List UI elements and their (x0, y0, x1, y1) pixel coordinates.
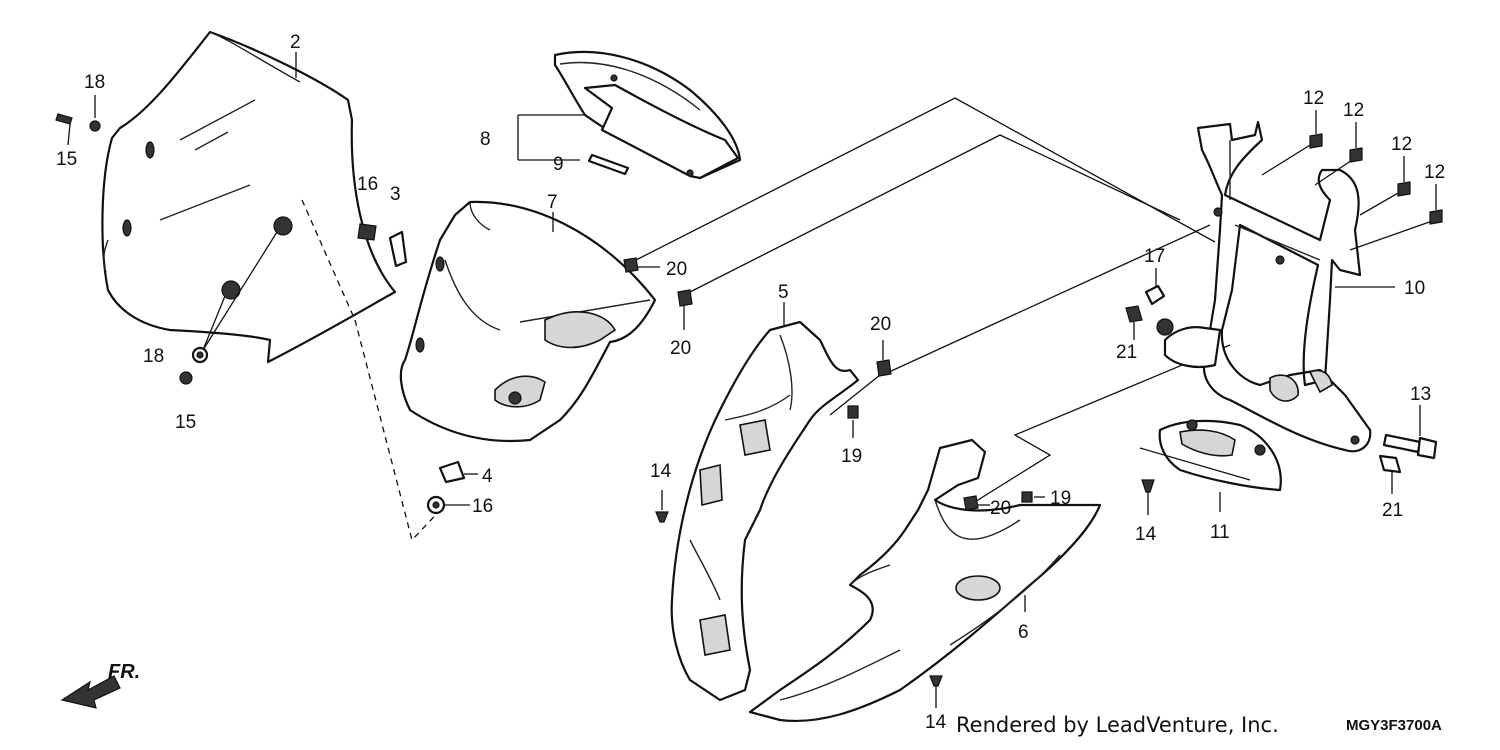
callout-20-a: 20 (666, 259, 687, 280)
callout-14-left: 14 (650, 461, 672, 482)
callout-11: 11 (1210, 522, 1230, 543)
credit-text: Rendered by LeadVenture, Inc. (956, 713, 1279, 737)
callout-9: 9 (553, 154, 564, 175)
grommet-20-a[interactable] (623, 257, 660, 273)
callout-20-b: 20 (670, 338, 691, 359)
meter-visor-part[interactable] (553, 50, 742, 180)
callout-15-lower: 15 (175, 412, 196, 433)
lower-cowl-part[interactable] (748, 438, 1102, 723)
grommet-16[interactable] (426, 495, 470, 515)
callout-14-bottom: 14 (925, 712, 947, 733)
callout-5: 5 (778, 282, 789, 303)
callout-12-a: 12 (1303, 88, 1324, 109)
screw-14-bottom[interactable] (929, 675, 943, 708)
grommet-4[interactable] (438, 460, 478, 484)
screw-14-right[interactable] (1141, 479, 1155, 515)
screw-14-left[interactable] (655, 490, 669, 523)
clip-19-upper[interactable] (847, 405, 859, 438)
bolt-21-upper[interactable] (1125, 305, 1143, 340)
inner-cowl-part[interactable] (399, 200, 657, 443)
grommet-20-b[interactable] (677, 289, 693, 330)
callout-6: 6 (1018, 622, 1029, 643)
bolt-13[interactable] (1382, 405, 1438, 460)
diagram-code: MGY3F3700A (1346, 717, 1442, 734)
nut-15-lower[interactable] (179, 371, 193, 385)
callout-12-d: 12 (1424, 162, 1445, 183)
bolt-12-b[interactable] (1349, 122, 1363, 163)
callout-4: 4 (482, 466, 493, 487)
direction-label: FR. (108, 661, 140, 683)
callout-16-upper: 16 (357, 174, 378, 195)
stay-frame-part[interactable] (1156, 120, 1372, 453)
nut-17[interactable] (1144, 268, 1166, 306)
callout-21-upper: 21 (1116, 342, 1137, 363)
callout-labels: 2 18 15 16 3 18 15 8 9 7 4 16 20 20 5 20… (56, 32, 1445, 733)
callout-12-c: 12 (1391, 134, 1412, 155)
callout-13: 13 (1410, 384, 1431, 405)
clip-16[interactable] (357, 223, 377, 241)
washer-18-lower[interactable] (191, 346, 209, 364)
bolt-12-d[interactable] (1429, 184, 1443, 225)
windscreen-part[interactable] (101, 30, 397, 364)
callout-10: 10 (1404, 278, 1425, 299)
callout-20-d: 20 (990, 498, 1011, 519)
callout-17: 17 (1144, 246, 1165, 267)
callout-19-upper: 19 (841, 446, 862, 467)
callout-19-lower: 19 (1050, 488, 1071, 509)
bolt-12-c[interactable] (1397, 156, 1411, 197)
callout-12-b: 12 (1343, 100, 1364, 121)
callout-21-lower: 21 (1382, 500, 1403, 521)
grommet-20-c[interactable] (876, 340, 892, 377)
clip-19-lower[interactable] (1021, 491, 1045, 503)
callout-15-upper: 15 (56, 149, 77, 170)
screw-15-upper[interactable] (55, 113, 73, 146)
bolt-12-a[interactable] (1309, 110, 1323, 149)
washer-18-upper[interactable] (89, 95, 101, 132)
callout-3: 3 (390, 184, 401, 205)
inner-panel-part[interactable] (670, 320, 860, 702)
bolt-21-lower[interactable] (1378, 454, 1402, 494)
callout-20-c: 20 (870, 314, 891, 335)
callout-7: 7 (547, 192, 558, 213)
trim-9[interactable] (587, 153, 630, 176)
callout-18-upper: 18 (84, 72, 105, 93)
grommet-20-d[interactable] (963, 495, 990, 511)
callout-14-right: 14 (1135, 524, 1157, 545)
callout-16-lower: 16 (472, 496, 493, 517)
callout-18-lower: 18 (143, 346, 164, 367)
lower-bracket-part[interactable] (1158, 419, 1282, 492)
callout-8: 8 (480, 129, 491, 150)
callout-2: 2 (290, 32, 301, 53)
clip-3[interactable] (388, 230, 408, 268)
front-direction-arrow-icon: FR. (60, 661, 140, 709)
